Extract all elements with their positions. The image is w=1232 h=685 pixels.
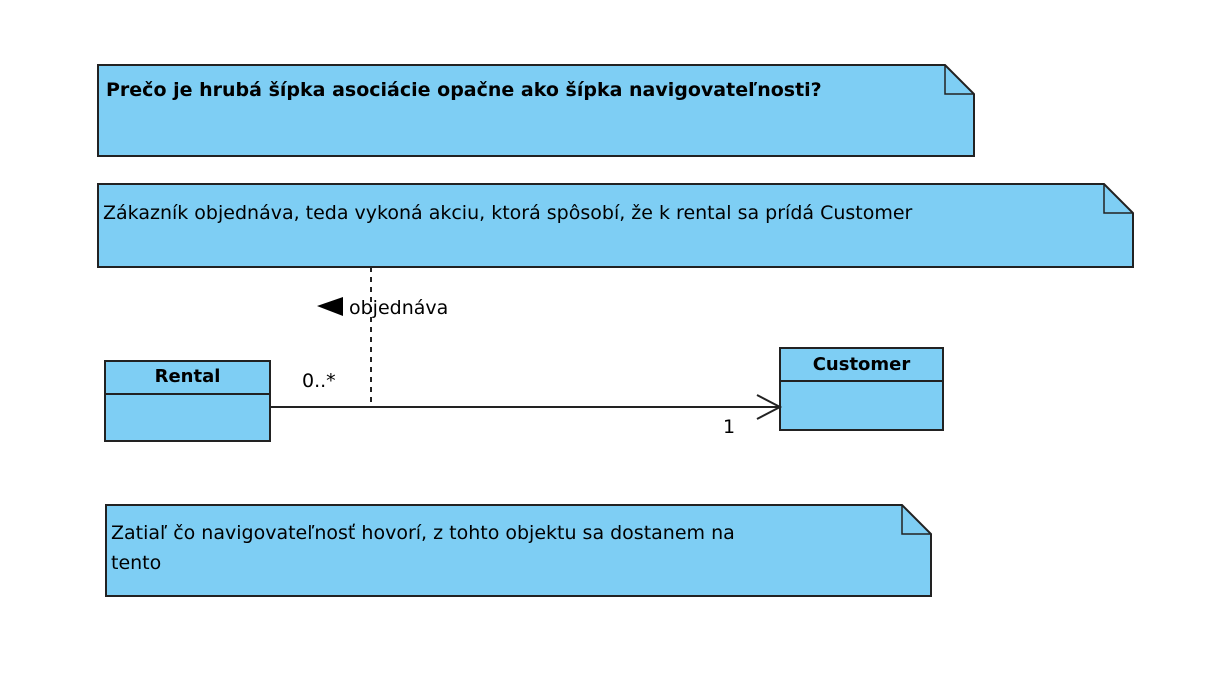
class-customer-box[interactable] (779, 347, 944, 431)
association-name-label: objednáva (349, 297, 449, 319)
filled-triangle-left-icon (317, 297, 343, 316)
note-question-fold (944, 65, 974, 95)
note-question-shape[interactable] (97, 64, 975, 157)
note-explanation-shape[interactable] (97, 183, 1134, 268)
class-rental-box[interactable] (104, 360, 271, 442)
note-question-text: Prečo je hrubá šípka asociácie opačne ak… (106, 79, 822, 101)
navigability-arrowhead (756, 394, 783, 420)
note-explanation-fold (1103, 184, 1133, 214)
class-rental-name: Rental (154, 366, 221, 387)
target-multiplicity-label: 1 (723, 416, 736, 438)
note-navigability-shape[interactable] (105, 504, 932, 597)
class-customer-name: Customer (812, 354, 911, 375)
note-explanation-text: Zákazník objednáva, teda vykoná akciu, k… (103, 202, 913, 224)
source-multiplicity-label: 0..* (302, 370, 336, 392)
note-navigability-fold (901, 505, 931, 535)
note-navigability-text: Zatiaľ čo navigovateľnosť hovorí, z toht… (111, 522, 735, 574)
